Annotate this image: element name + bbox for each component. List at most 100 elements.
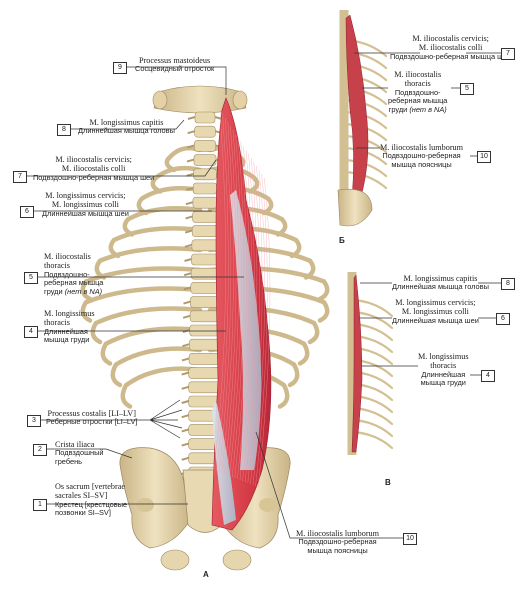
vertebra <box>193 154 217 166</box>
rib-left <box>80 286 203 323</box>
figure-label-b: Б <box>339 236 345 245</box>
label-processus-costalis: Processus costalis [LI–LV] Реберные отро… <box>46 409 138 427</box>
label-number: 3 <box>27 415 41 427</box>
figure-label-v: В <box>385 478 391 487</box>
leader-line <box>27 159 217 177</box>
label-number: 4 <box>481 370 495 382</box>
leader-lines <box>27 52 501 539</box>
small-rib <box>344 122 388 142</box>
label-number: 8 <box>57 124 71 136</box>
label-processus-mastoideus: Processus mastoideus Сосцевидный отросто… <box>135 56 215 74</box>
label-longissimus-capitis: M. longissimus capitis Длиннейшая мышца … <box>78 118 175 136</box>
vertebra <box>193 168 217 181</box>
vertebra <box>189 338 221 351</box>
label-v-longissimus-thoracis: M. longissimus thoracis Длиннейшая мышца… <box>418 352 469 388</box>
rib-left <box>122 206 203 237</box>
vertebra <box>191 253 219 266</box>
vertebra <box>194 140 217 152</box>
leader-line <box>47 448 133 459</box>
leader-line <box>41 399 183 439</box>
muscle-fibre <box>226 129 239 476</box>
muscle-fibre <box>216 113 229 472</box>
rib-left <box>164 145 203 173</box>
leader-line <box>255 431 403 539</box>
label-number: 5 <box>460 83 474 95</box>
label-v-longissimus-capitis: M. longissimus capitis Длиннейшая мышца … <box>392 274 489 292</box>
label-number: 7 <box>13 171 27 183</box>
muscle-fibre <box>247 161 260 484</box>
figure-label-a: А <box>203 570 209 579</box>
label-number: 10 <box>403 533 417 545</box>
erector-spinae-muscles <box>211 97 272 531</box>
muscle-fibre <box>232 137 245 478</box>
label-v-longissimus-cervicis: M. longissimus cervicis; M. longissimus … <box>392 298 479 325</box>
label-iliocostalis-cervicis: M. iliocostalis cervicis; M. iliocostali… <box>33 155 155 182</box>
label-number: 6 <box>20 206 34 218</box>
label-number: 5 <box>24 272 38 284</box>
rib-left <box>136 186 203 216</box>
muscle-fibre <box>258 177 271 488</box>
vertebra <box>190 296 220 308</box>
label-number: 9 <box>113 62 127 74</box>
label-number: 6 <box>496 313 510 325</box>
rib-left <box>80 266 203 302</box>
skull-base <box>152 85 248 114</box>
muscle-fibre <box>221 121 234 474</box>
muscle-fibre <box>255 173 268 487</box>
vertebra <box>188 353 222 365</box>
label-b-iliocostalis-lumborum: M. iliocostalis lumborum Подвздошно-ребе… <box>380 143 464 169</box>
muscle-fibre <box>229 133 242 477</box>
muscle-fibre <box>213 109 226 471</box>
muscle-fibre <box>224 125 237 475</box>
vertebra <box>188 367 222 379</box>
rib-left <box>90 306 203 345</box>
rib-left <box>110 346 203 388</box>
label-iliocostalis-thoracis: M. iliocostalis thoracis Подвздошно- реб… <box>44 252 104 296</box>
label-longissimus-cervicis: M. longissimus cervicis; M. longissimus … <box>42 191 129 218</box>
muscle-fibre <box>219 117 232 473</box>
leader-line <box>126 66 227 95</box>
small-rib <box>344 110 388 130</box>
rib-left <box>150 165 203 194</box>
muscle-fibre <box>237 145 250 480</box>
vertebra <box>191 225 219 237</box>
label-iliocostalis-lumborum: M. iliocostalis lumborum Подвздошно-ребе… <box>296 529 380 555</box>
vertebra <box>194 111 216 124</box>
small-rib <box>344 158 388 178</box>
label-number: 7 <box>501 48 515 60</box>
vertebra <box>188 381 222 394</box>
small-rib <box>352 430 394 450</box>
label-number: 4 <box>24 326 38 338</box>
vertebra <box>189 310 221 323</box>
leader-line <box>70 119 185 130</box>
muscle-fibre <box>245 157 258 483</box>
rib-left <box>120 366 203 409</box>
vertebra <box>189 324 221 337</box>
muscle-fibre <box>234 141 247 479</box>
vertebra <box>192 211 218 223</box>
leader-line <box>356 147 477 157</box>
label-crista-iliaca: Crista iliaca Подвздошный гребень <box>55 440 104 466</box>
label-number: 2 <box>33 444 47 456</box>
rib-left <box>100 326 203 366</box>
figure-b-illustration <box>337 10 388 227</box>
figure-v-illustration <box>347 272 394 455</box>
vertebra <box>190 267 220 280</box>
rib-left <box>94 246 203 280</box>
vertebra <box>191 239 219 252</box>
leader-line <box>362 365 481 376</box>
small-rib <box>344 170 388 190</box>
vertebra <box>194 125 216 138</box>
label-b-iliocostalis-cervicis: M. iliocostalis cervicis; M. iliocostali… <box>390 34 512 61</box>
label-number: 8 <box>501 278 515 290</box>
label-number: 1 <box>33 499 47 511</box>
label-os-sacrum: Os sacrum [vertebrae sacrales SI–SV] Кре… <box>55 482 128 518</box>
pelvis <box>119 447 291 571</box>
label-b-iliocostalis-thoracis: M. iliocostalis thoracis Подвздошно- реб… <box>388 70 448 114</box>
muscle-fibre <box>250 165 263 485</box>
label-longissimus-thoracis: M. longissimus thoracis Длиннейшая мышца… <box>44 309 95 345</box>
vertebra <box>192 182 218 195</box>
rib-left <box>108 226 203 259</box>
muscle-fibre <box>239 149 252 481</box>
